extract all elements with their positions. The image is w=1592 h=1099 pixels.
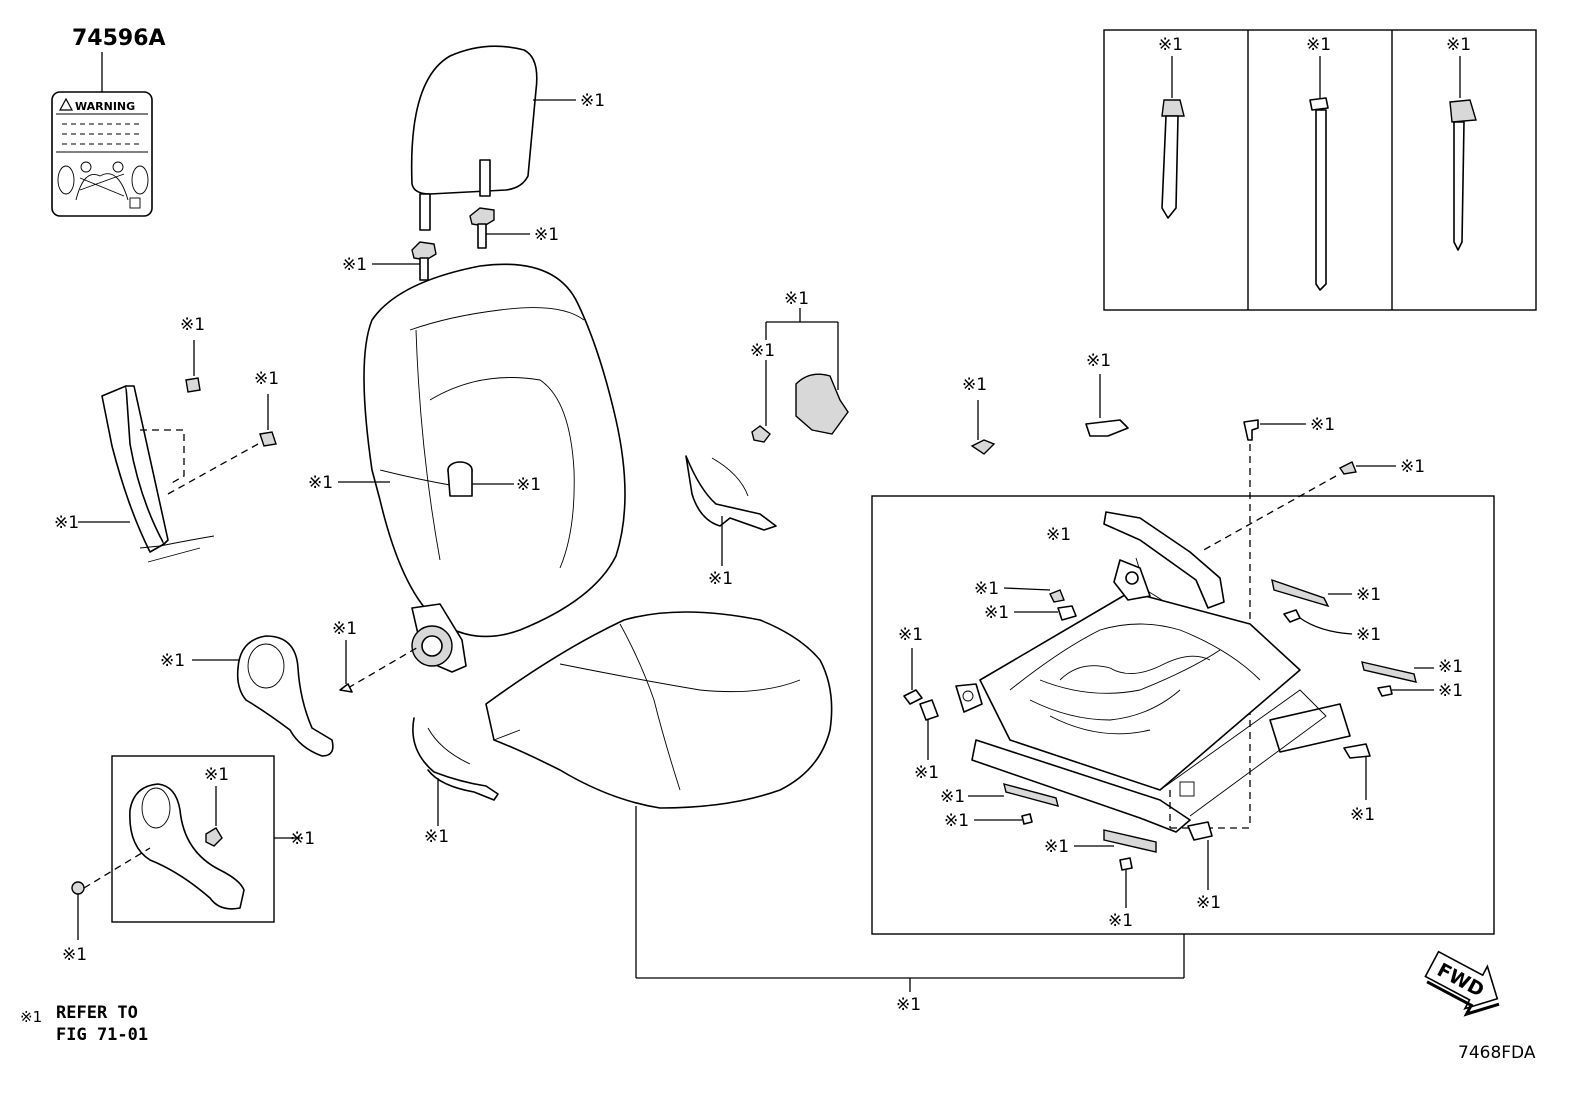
figure-code: 7468FDA — [1458, 1043, 1536, 1063]
callout-screw-1: ※1 — [1400, 457, 1425, 477]
callout-lever: ※1 — [160, 651, 185, 671]
callout-grommet: ※1 — [180, 315, 205, 335]
headrest-guide-right — [469, 207, 530, 249]
callout-rail-end-r: ※1 — [1350, 805, 1375, 825]
callout-tie-strap-1: ※1 — [1158, 35, 1183, 55]
callout-rail-cover-l1: ※1 — [940, 787, 965, 807]
callout-frame-clip-1: ※1 — [974, 579, 999, 599]
callout-guide-left: ※1 — [342, 255, 367, 275]
callout-shield: ※1 — [290, 829, 315, 849]
callout-rail-cover-l2: ※1 — [1044, 837, 1069, 857]
side-cover-part — [78, 385, 259, 563]
callout-seatback-left: ※1 — [308, 473, 333, 493]
headrest-guide-left — [372, 241, 437, 281]
callout-rail-end-l: ※1 — [1196, 893, 1221, 913]
callout-bracket-1: ※1 — [1086, 351, 1111, 371]
callout-rail-clip-r1: ※1 — [1356, 625, 1381, 645]
recliner-mechanism-part — [339, 603, 467, 693]
callout-cushion-harness: ※1 — [424, 827, 449, 847]
seatback-harness-part — [685, 455, 777, 566]
tie-strap-part-3 — [1449, 56, 1477, 251]
note-line-1: REFER TO — [56, 1003, 138, 1023]
cushion-harness-part — [412, 717, 499, 826]
callout-rail-cover-r2: ※1 — [1438, 657, 1463, 677]
inner-shield-box — [71, 755, 300, 940]
callout-rail-cover-r1: ※1 — [1356, 585, 1381, 605]
warning-label-text: WARNING — [75, 100, 135, 113]
callout-rail-clip-l2: ※1 — [1108, 911, 1133, 931]
bolt-part-1 — [970, 400, 996, 455]
callout-tie-strap-3: ※1 — [1446, 35, 1471, 55]
seatback-trim-part — [751, 308, 849, 443]
callout-bolt-1: ※1 — [962, 375, 987, 395]
bracket-part-1 — [1085, 374, 1129, 437]
callout-rail-clip-r2: ※1 — [1438, 681, 1463, 701]
fwd-arrow-icon: FWD — [1424, 950, 1500, 1017]
seat-back-part — [338, 263, 626, 638]
seat-cushion-part — [485, 611, 1185, 992]
recliner-lever-part — [192, 635, 334, 757]
callout-frame-clip-2: ※1 — [984, 603, 1009, 623]
callout-bolt-2: ※1 — [1310, 415, 1335, 435]
callout-side-cover: ※1 — [54, 513, 79, 533]
callout-frame-top: ※1 — [1046, 525, 1071, 545]
side-cover-clip — [259, 394, 277, 447]
tie-strap-part-1 — [1161, 56, 1185, 219]
tie-strap-box — [1103, 29, 1537, 311]
callout-shield-clip: ※1 — [204, 765, 229, 785]
warning-label-part: 74596A WARNING — [51, 26, 166, 217]
reference-note: ※1 REFER TO FIG 71-01 — [20, 1003, 148, 1045]
headrest-part — [410, 45, 576, 231]
note-line-2: FIG 71-01 — [56, 1025, 148, 1045]
callout-guide-right: ※1 — [534, 225, 559, 245]
note-symbol: ※1 — [20, 1008, 42, 1026]
grommet-part — [185, 340, 201, 393]
callout-side-clip: ※1 — [254, 369, 279, 389]
screw-part-1 — [1199, 461, 1396, 553]
callout-seatback-harness: ※1 — [708, 569, 733, 589]
part-number-label: 74596A — [72, 26, 166, 51]
callout-trim-clip: ※1 — [750, 341, 775, 361]
bolt-part-2 — [1243, 419, 1306, 828]
callout-shield-bolt: ※1 — [62, 945, 87, 965]
callout-cushion: ※1 — [896, 995, 921, 1015]
callout-labels: ※1 ※1 ※1 ※1 ※1 ※1 ※1 ※1 ※1 ※1 ※1 ※1 ※1 ※… — [54, 35, 1471, 1015]
warning-triangle-icon — [58, 97, 74, 111]
tie-strap-part-2 — [1309, 56, 1329, 291]
seat-frame-box — [871, 495, 1495, 935]
frame-small-parts — [903, 578, 1434, 908]
callout-trim-group: ※1 — [784, 289, 809, 309]
callout-rail-clip-l1: ※1 — [944, 811, 969, 831]
callout-frame-left-clip: ※1 — [898, 625, 923, 645]
callout-tie-strap-2: ※1 — [1306, 35, 1331, 55]
callout-headrest: ※1 — [580, 91, 605, 111]
callout-frame-left-cap: ※1 — [914, 763, 939, 783]
callout-recliner-screw: ※1 — [332, 619, 357, 639]
callout-seatback-right: ※1 — [516, 475, 541, 495]
